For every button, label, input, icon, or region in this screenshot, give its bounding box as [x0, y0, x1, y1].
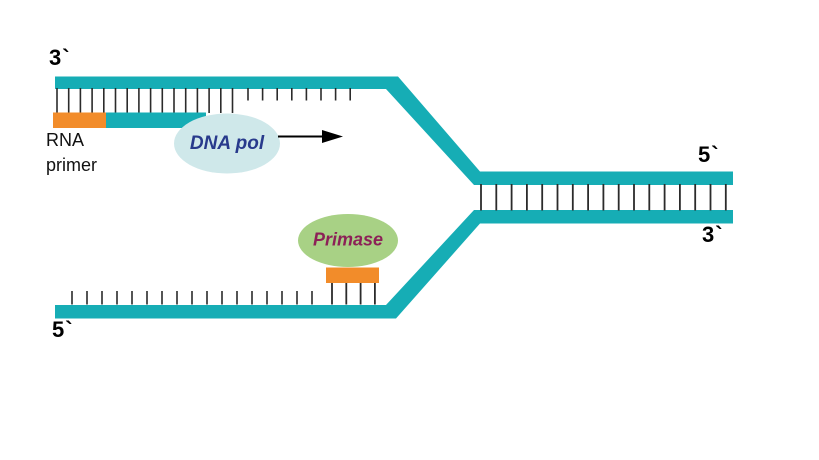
label-3-prime-top-left: 3` — [49, 45, 71, 70]
label-3-prime-right: 3` — [702, 222, 724, 247]
top-basepair-ticks — [56, 88, 234, 113]
primase-rna-primer-segment — [326, 267, 379, 283]
dna-pol-ellipse — [174, 113, 280, 174]
top-unpaired-ticks — [247, 88, 352, 101]
label-5-prime-bottom-left: 5` — [52, 317, 74, 342]
primase-basepair-ticks — [331, 281, 376, 305]
new-dna-strand-segment — [106, 112, 206, 128]
bottom-template-strand — [55, 210, 733, 319]
primase-ellipse — [298, 214, 398, 267]
right-basepair-ticks — [480, 184, 727, 211]
bottom-unpaired-ticks — [71, 291, 313, 305]
direction-arrow-head — [322, 130, 343, 143]
rna-primer-label: RNA primer — [46, 130, 98, 175]
label-5-prime-right: 5` — [698, 142, 720, 167]
primase-label: Primase — [312, 229, 384, 250]
dna-pol-label: DNA pol — [189, 133, 265, 154]
top-template-strand — [55, 76, 733, 185]
rna-primer-segment — [53, 112, 107, 128]
